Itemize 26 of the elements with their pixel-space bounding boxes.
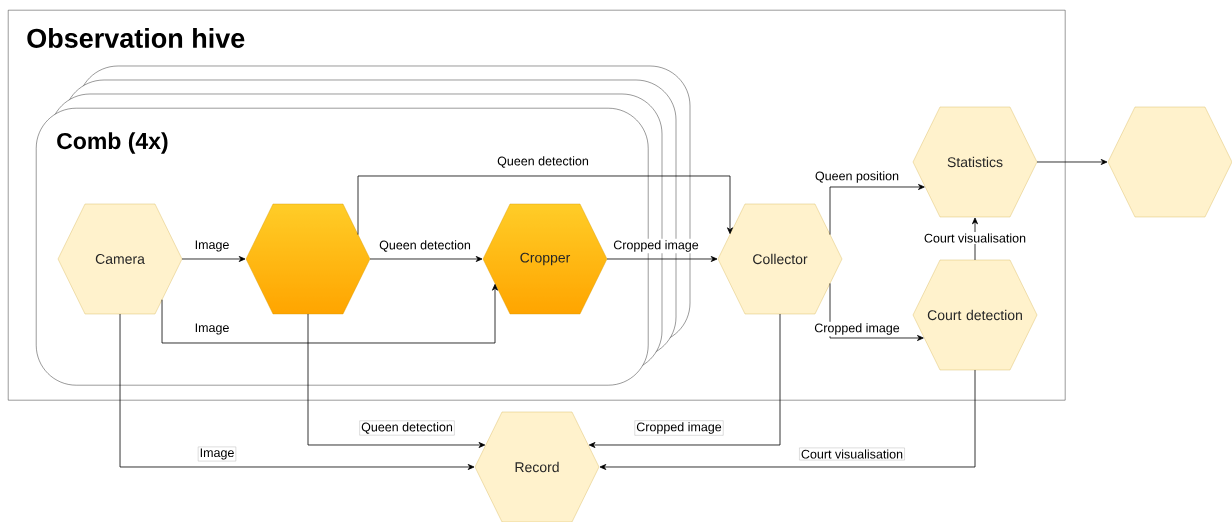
arrow (307, 313, 486, 448)
edge-label: Image (197, 446, 237, 462)
edge-label: Cropped image (812, 321, 902, 337)
arrow (829, 184, 925, 235)
hexagon: Record (474, 411, 600, 522)
arrow (1036, 159, 1108, 165)
edge-label: Court visualisation (922, 231, 1028, 245)
edge-label: Cropped image (634, 420, 724, 436)
edge-label: Court visualisation (799, 447, 905, 461)
arrow (606, 256, 718, 262)
arrow (369, 256, 483, 262)
arrow (119, 313, 475, 470)
edge-label: Queen position (813, 169, 901, 185)
arrow (972, 217, 978, 261)
hexagon (1107, 106, 1232, 218)
edge-label: Queen detection (359, 420, 455, 436)
arrow (829, 283, 924, 341)
arrow (588, 313, 781, 448)
hexagon: Collector (717, 203, 843, 315)
arrow (357, 175, 733, 235)
arrow (181, 256, 246, 262)
hexagon: Statistics (912, 106, 1038, 218)
hexagon: Camera (57, 203, 183, 315)
arrow (599, 369, 976, 470)
hexagon: Court detection (912, 259, 1038, 371)
arrow (161, 284, 498, 344)
